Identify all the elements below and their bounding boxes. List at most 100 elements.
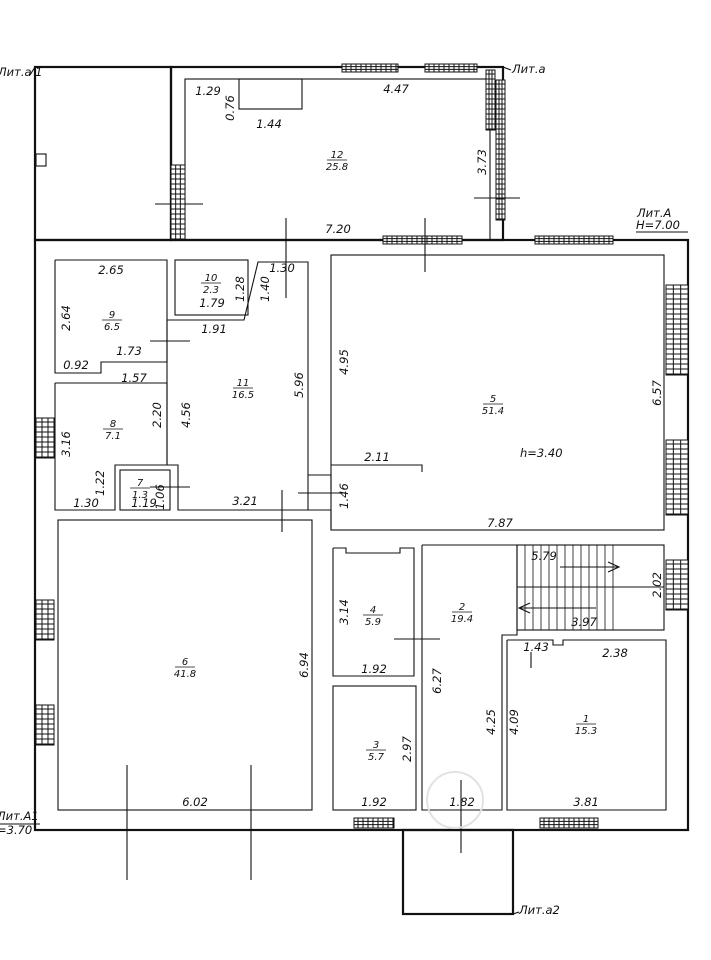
window: [534, 235, 614, 245]
axis-lines: [0, 66, 688, 915]
dimension-label: 4.95: [337, 349, 351, 375]
dimension-label: 6.27: [430, 668, 444, 694]
window: [35, 599, 55, 641]
dimension-label: 1.19: [131, 496, 157, 510]
room5-ceiling-height: h=3.40: [520, 446, 563, 460]
dimension-label: 5.79: [531, 549, 557, 563]
dimension-label: 1.73: [116, 344, 142, 358]
dimension-label: 1.44: [256, 117, 282, 131]
dimension-label: 0.76: [223, 95, 237, 121]
room-area: 5.7: [368, 752, 385, 763]
dimension-label: 3.81: [573, 795, 599, 809]
dimension-label: 3.21: [232, 494, 258, 508]
dimension-label: 7.87: [487, 516, 513, 530]
dimension-label: 1.06: [153, 484, 167, 510]
dimension-label: 2.38: [602, 646, 628, 660]
window: [539, 817, 599, 829]
dimension-label: 1.79: [199, 296, 225, 310]
dimension-label: 4.25: [484, 709, 498, 735]
label-lit-a2: Лит.а2: [518, 903, 560, 917]
dimension-label: 2.97: [400, 736, 414, 762]
dimension-label: 6.02: [182, 795, 208, 809]
dimension-label: 4.56: [179, 402, 193, 428]
dimension-label: 1.30: [269, 261, 295, 275]
main-building: [33, 238, 690, 832]
dimension-label: 1.29: [195, 84, 221, 98]
dimension-label: 7.20: [325, 222, 351, 236]
window: [35, 417, 55, 459]
window: [424, 63, 478, 73]
room-area: 19.4: [451, 614, 473, 625]
label-lit-A-height: H=7.00: [636, 218, 680, 232]
dimension-label: 2.65: [98, 263, 124, 277]
room-area: 6.5: [104, 322, 120, 333]
room-label: 87.1: [103, 419, 123, 442]
room-number: 12: [331, 150, 344, 161]
dimension-label: 1.30: [73, 496, 99, 510]
building-labels: Лит.а 1 Лит.а Лит.А H=7.00 Лит.А1 =3.70 …: [0, 62, 680, 917]
dimension-label: 5.96: [292, 372, 306, 398]
dimension-label: 3.14: [337, 599, 351, 625]
room-number: 1: [583, 714, 589, 725]
watermark-ring: [426, 771, 484, 829]
room-label: 219.4: [451, 602, 473, 625]
room-area: 5.9: [365, 617, 381, 628]
window: [665, 559, 689, 611]
label-lit-A1-height: =3.70: [0, 823, 32, 837]
room-area: 25.8: [326, 162, 348, 173]
room-label: 115.3: [575, 714, 597, 737]
dimension-label: 1.92: [361, 662, 387, 676]
dimension-label: 1.40: [258, 276, 272, 302]
room-number: 8: [110, 419, 116, 430]
windows: [35, 63, 689, 829]
room-area: 7.1: [105, 431, 121, 442]
room-number: 10: [205, 273, 218, 284]
dimension-label: 2.20: [150, 402, 164, 428]
dimension-label: 1.46: [337, 483, 351, 509]
dimension-label: 3.97: [571, 615, 597, 629]
dimension-label: 0.92: [63, 358, 89, 372]
window: [170, 164, 186, 240]
room-number: 11: [237, 378, 250, 389]
dimension-label: 1.57: [121, 371, 147, 385]
window: [485, 69, 496, 131]
label-lit-a1: Лит.а 1: [0, 65, 43, 79]
room-label: 45.9: [363, 605, 383, 628]
room-label: 102.3: [201, 273, 221, 296]
porch-lit-a2: [401, 828, 515, 916]
dimension-label: 1.82: [449, 795, 475, 809]
dimension-label: 2.11: [364, 450, 390, 464]
dimension-label: 6.94: [297, 652, 311, 678]
dimension-label: 2.64: [59, 305, 73, 331]
dimension-label: 2.02: [650, 572, 664, 598]
room-area: 16.5: [232, 390, 254, 401]
room-area: 41.8: [174, 669, 196, 680]
room-number: 4: [370, 605, 376, 616]
room-label: 71.3: [130, 478, 150, 501]
room-area: 1.3: [132, 490, 148, 501]
dimension-label: 1.28: [233, 276, 247, 302]
room-number: 3: [373, 740, 379, 751]
room-area: 2.3: [203, 285, 219, 296]
dimension-label: 4.09: [507, 709, 521, 735]
dimension-label: 1.22: [93, 470, 107, 496]
room-number: 9: [109, 310, 115, 321]
annex-lit-a1: [33, 65, 173, 242]
fixture-room12: [238, 78, 303, 110]
dimension-label: 1.43: [523, 640, 549, 654]
window: [665, 284, 689, 376]
label-lit-A1: Лит.А1: [0, 809, 39, 823]
room-label: 35.7: [366, 740, 386, 763]
room-label: 641.8: [174, 657, 196, 680]
room-number: 5: [490, 394, 496, 405]
window: [665, 439, 689, 516]
dimension-labels: 1.290.764.471.443.737.202.652.641.730.92…: [59, 82, 664, 809]
dimension-label: 4.47: [383, 82, 409, 96]
walls: [33, 65, 690, 916]
room-label: 551.4: [482, 394, 504, 417]
room-area: 15.3: [575, 726, 597, 737]
